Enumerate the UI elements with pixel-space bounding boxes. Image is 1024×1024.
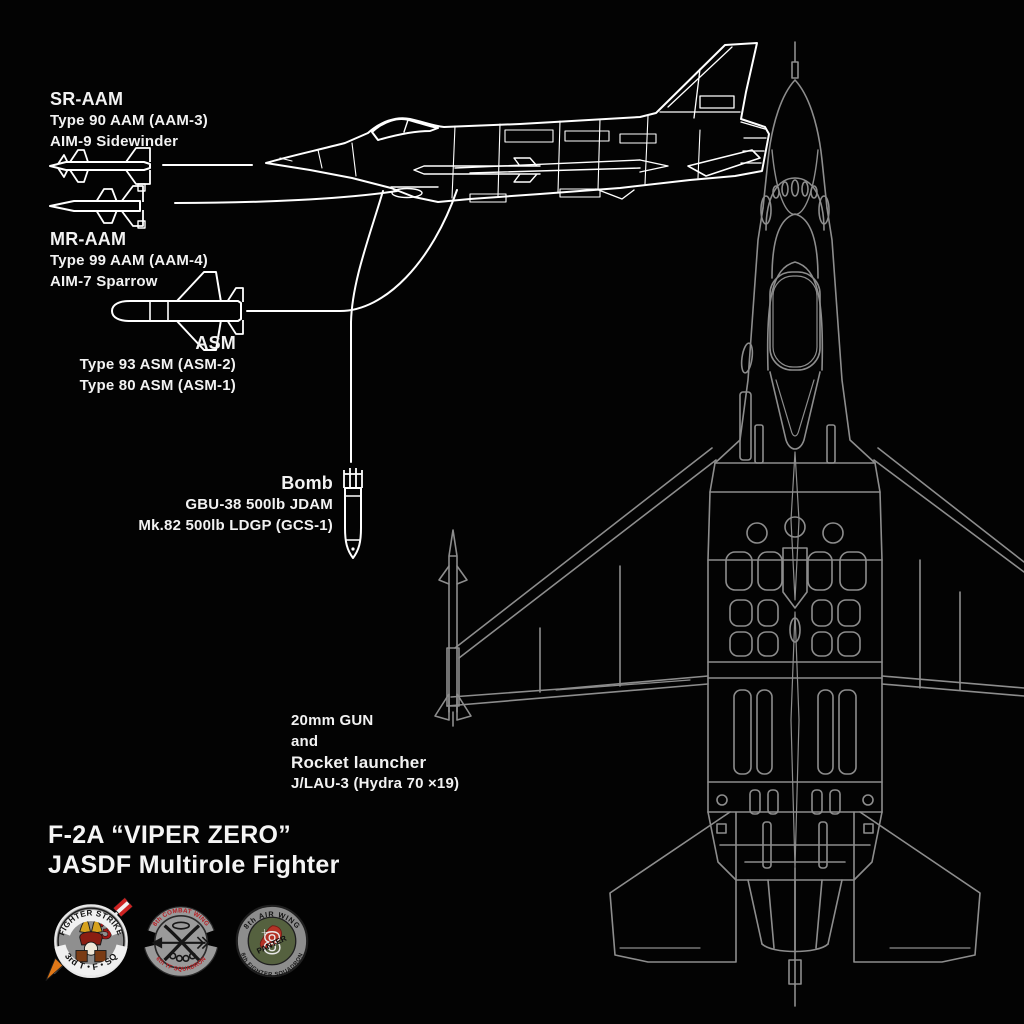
badge1-samurai-icon: 3 xyxy=(75,918,112,963)
label-gun-line1: 20mm GUN xyxy=(291,712,374,729)
squadron-badge-8th-fs: 8 ＋ PANTER 8th AIR WING 8th FIGHTER SQUA… xyxy=(235,904,309,978)
label-mr-aam-line1: Type 99 AAM (AAM-4) xyxy=(50,252,208,269)
label-bomb-line2: Mk.82 500lb LDGP (GCS-1) xyxy=(138,517,333,534)
leader-lines xyxy=(162,164,458,463)
squadron-badge-3rd-tfs: 3 FIGHTER STRIKE 3rd T・F・SQ xyxy=(45,897,133,981)
label-asm-line1: Type 93 ASM (ASM-2) xyxy=(79,356,236,373)
side-view-drawing xyxy=(265,42,770,203)
label-bomb-title: Bomb xyxy=(281,473,333,493)
label-block-mr-aam: MR-AAM Type 99 AAM (AAM-4) AIM-7 Sparrow xyxy=(50,228,208,292)
label-bomb-line1: GBU-38 500lb JDAM xyxy=(185,496,333,513)
label-sr-aam-title: SR-AAM xyxy=(50,89,124,109)
badge3-panther-japan-icon: 8 ＋ PANTER xyxy=(255,924,288,961)
weapon-silhouettes xyxy=(49,147,363,559)
label-sr-aam-line2: AIM-9 Sidewinder xyxy=(50,133,179,150)
wingtip-missile xyxy=(434,529,472,727)
top-view-drawing xyxy=(434,41,1024,1007)
poster-title: F-2A “VIPER ZERO” xyxy=(48,821,292,849)
badge2-bow-arrow-icon xyxy=(151,921,210,963)
aam3-missile-silhouette xyxy=(49,147,151,185)
poster-subtitle: JASDF Multirole Fighter xyxy=(48,851,340,879)
label-asm-line2: Type 80 ASM (ASM-1) xyxy=(79,377,236,394)
label-block-asm: ASM Type 93 ASM (ASM-2) Type 80 ASM (ASM… xyxy=(80,332,236,396)
label-block-gun-rocket: 20mm GUN and Rocket launcher J/LAU-3 (Hy… xyxy=(291,710,459,794)
aim7-missile-silhouette xyxy=(111,271,244,351)
label-rocket-line: J/LAU-3 (Hydra 70 ×19) xyxy=(291,775,460,792)
aim9-missile-silhouette xyxy=(49,183,146,229)
label-rocket-title: Rocket launcher xyxy=(291,753,427,772)
label-sr-aam-line1: Type 90 AAM (AAM-3) xyxy=(50,112,208,129)
leader-line-mr-aam xyxy=(246,189,458,312)
svg-text:＋: ＋ xyxy=(261,928,269,937)
label-mr-aam-title: MR-AAM xyxy=(50,229,127,249)
poster-title-block: F-2A “VIPER ZERO” JASDF Multirole Fighte… xyxy=(48,820,340,880)
label-asm-title: ASM xyxy=(195,333,236,353)
label-mr-aam-line2: AIM-7 Sparrow xyxy=(50,273,158,290)
label-block-bomb: Bomb GBU-38 500lb JDAM Mk.82 500lb LDGP … xyxy=(138,472,333,536)
label-block-sr-aam: SR-AAM Type 90 AAM (AAM-3) AIM-9 Sidewin… xyxy=(50,88,208,152)
leader-line-bomb xyxy=(350,190,384,463)
bomb-silhouette xyxy=(343,468,363,559)
leader-line-aim9 xyxy=(174,190,398,204)
squadron-badge-6th-tfs: 8th COMBAT WING 6th TF SQUADRON xyxy=(143,906,219,977)
svg-text:8: 8 xyxy=(263,924,281,960)
label-gun-line2: and xyxy=(291,733,319,750)
